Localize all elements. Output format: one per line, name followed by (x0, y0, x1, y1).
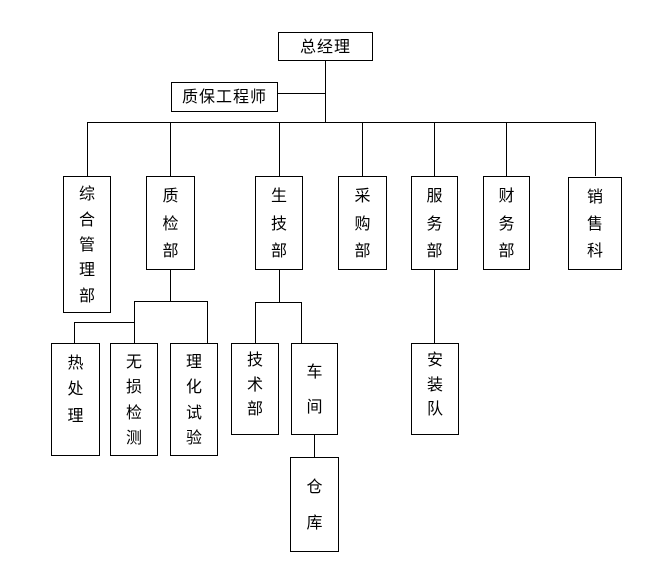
node-qa-engineer: 质保工程师 (171, 82, 278, 112)
connector-drop-heat-treatment (74, 322, 75, 343)
connector-qa-engineer (278, 93, 326, 94)
connector-drop-sales (595, 122, 596, 176)
connector-drop-purchasing (362, 122, 363, 176)
connector-drop-workshop (301, 302, 302, 343)
connector-pt-rail (255, 302, 302, 303)
node-sales-section: 销售科 (568, 177, 622, 270)
connector-drop-quality-insp (170, 122, 171, 176)
connector-drop-technical (255, 302, 256, 343)
connector-drop-physchem (207, 301, 208, 343)
connector-drop-installation (434, 270, 435, 343)
connector-qi-trunk (170, 270, 171, 302)
node-physchem-testing: 理化试验 (170, 343, 218, 456)
node-general-admin-dept: 综合管理部 (63, 176, 111, 313)
node-production-tech-dept: 生技部 (255, 176, 303, 270)
connector-drop-service (434, 122, 435, 176)
node-installation-team: 安装队 (411, 343, 459, 435)
connector-drop-warehouse (314, 435, 315, 457)
node-purchasing-dept: 采购部 (338, 176, 387, 270)
connector-drop-finance (506, 122, 507, 176)
connector-main-rail (87, 122, 596, 123)
connector-drop-production-tech (279, 122, 280, 176)
node-quality-insp-dept: 质检部 (146, 176, 195, 270)
node-warehouse: 仓库 (290, 457, 339, 552)
connector-gm-trunk (325, 61, 326, 122)
node-finance-dept: 财务部 (483, 176, 530, 270)
node-heat-treatment: 热处理 (51, 343, 100, 456)
connector-drop-general-admin (87, 122, 88, 176)
node-ndt-inspection: 无损检测 (110, 343, 158, 456)
connector-pt-trunk (279, 270, 280, 303)
connector-qi-rail (134, 301, 208, 302)
node-service-dept: 服务部 (411, 176, 458, 270)
connector-qi-rail-left (74, 322, 135, 323)
node-general-manager: 总经理 (278, 32, 373, 61)
node-technical-dept: 技术部 (231, 343, 279, 435)
node-workshop: 车间 (291, 343, 338, 435)
